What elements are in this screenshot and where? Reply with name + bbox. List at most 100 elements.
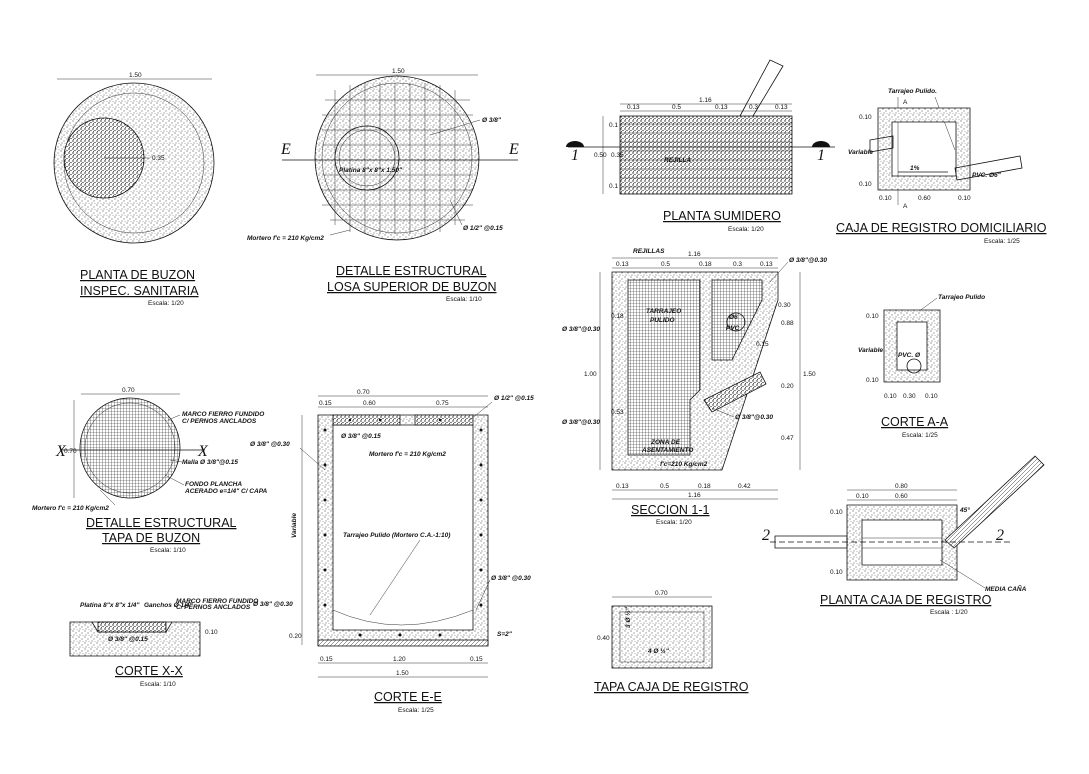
corte-xx-scale: Escala: 1/10 — [140, 681, 176, 688]
losa-section-mark-right: E — [508, 141, 519, 158]
planta-caja-angle: 45° — [959, 506, 970, 514]
corte-ee-title: CORTE E-E — [374, 690, 442, 704]
planta-caja-cut-left: 2 — [762, 527, 770, 544]
corte-ee-right-rebar: Ø 3/8" @0.30 — [491, 575, 531, 582]
tapa-caja-dim-w: 0.70 — [655, 590, 668, 597]
seccion-b4: 0.42 — [738, 483, 751, 490]
corte-ee-base: 0.20 — [289, 633, 302, 640]
caja-dom-tarrajeo: Tarrajeo Pulido. — [888, 88, 937, 95]
corte-aa-view: Tarrajeo Pulido PVC. Ø Variable 0.10 0.1… — [858, 294, 985, 439]
seccion-b1: 0.13 — [616, 483, 629, 490]
losa-rebar-top-note: Ø 3/8" — [482, 117, 502, 124]
caja-dom-cut-top: A — [903, 99, 908, 106]
corte-ee-dim-bot3: 0.15 — [470, 656, 483, 663]
losa-scale: Escala: 1/10 — [446, 296, 482, 303]
corte-aa-variable: Variable — [858, 347, 883, 354]
losa-mortar-note: Mortero f'c = 210 Kg/cm2 — [247, 235, 324, 242]
losa-rebar-bottom-note: Ø 1/2" @0.15 — [463, 225, 503, 232]
seccion-basin — [627, 279, 701, 456]
planta-caja-cut-right: 2 — [996, 527, 1004, 544]
seccion-view: REJILLAS 1.16 0.13 0.5 0.18 0.3 0.13 Ø6 … — [562, 248, 827, 526]
corte-ee-scale: Escala: 1/25 — [398, 707, 434, 714]
corte-aa-tarrajeo: Tarrajeo Pulido — [938, 294, 985, 301]
seccion-d3: 0.18 — [699, 261, 712, 268]
tapa-buzon-view: 0.70 0.70 X X MARCO FIERRO FUNDIDO C/ PE… — [32, 387, 268, 554]
corte-aa-walls — [883, 309, 941, 383]
planta-caja-d3: 0.10 — [830, 569, 843, 576]
corte-ee-hook: Ø 3/8" @0.15 — [341, 433, 381, 440]
seccion-pvc: PVC — [726, 325, 740, 332]
losa-title-2: LOSA SUPERIOR DE BUZON — [327, 280, 496, 294]
corte-ee-dim-top3: 0.60 — [363, 400, 376, 407]
buzon-plan-view: 1.50 0.35 PLANTA DE BUZON INSPEC. SANITA… — [53, 72, 215, 307]
losa-outer-circle — [314, 75, 480, 241]
planta-caja-dim-top: 0.80 — [895, 483, 908, 490]
seccion-d5: 0.13 — [760, 261, 773, 268]
sumidero-dim-total: 1.16 — [699, 97, 712, 104]
sumidero-scale: Escala: 1/20 — [728, 226, 764, 233]
caja-dom-d4: 0.60 — [918, 195, 931, 202]
caja-dom-pvc: PVC. Ø6" — [972, 172, 1002, 179]
buzon-plan-title-2: INSPEC. SANITARIA — [80, 284, 199, 298]
sumidero-grate-label: REJILLA — [664, 157, 691, 164]
seccion-hs1: 0.18 — [611, 313, 624, 320]
seccion-d2: 0.5 — [661, 261, 670, 268]
planta-caja-view: 0.80 0.10 0.60 45° 2 2 0.10 0.10 MEDIA C… — [762, 455, 1045, 616]
buzon-plan-title-1: PLANTA DE BUZON — [80, 268, 195, 282]
corte-xx-note-3b: C/ PERNOS ANCLADOS — [176, 604, 251, 611]
sumidero-h2: 0.50 — [594, 152, 607, 159]
corte-ee-dim-top1: 0.15 — [319, 400, 332, 407]
seccion-rebar-left: Ø 3/8"@0.30 — [562, 326, 600, 333]
seccion-d4: 0.3 — [733, 261, 742, 268]
seccion-h-left: 1.00 — [584, 371, 597, 378]
seccion-b2: 0.5 — [660, 483, 669, 490]
corte-xx-dim: 0.10 — [205, 629, 218, 636]
sumidero-grate — [619, 115, 793, 195]
sumidero-d1: 0.13 — [627, 104, 640, 111]
corte-aa-d2: 0.10 — [866, 377, 879, 384]
caja-dom-walls — [877, 107, 971, 191]
caja-dom-variable: Variable — [848, 149, 873, 156]
corte-ee-dim-bot1: 0.15 — [320, 656, 333, 663]
tapa-caja-title: TAPA CAJA DE REGISTRO — [594, 680, 749, 694]
corte-ee-view: 0.15 0.70 0.60 0.75 Ø 3/8" @0.30 Ø 1/2" … — [250, 389, 534, 714]
sumidero-h3: 0.35 — [611, 152, 624, 159]
sumidero-plan-view: 1.16 0.13 0.5 0.13 0.3 0.13 REJILLA 0.1 … — [566, 59, 835, 233]
sumidero-h4: 0.1 — [609, 183, 618, 190]
tapa-note-2: Malla Ø 3/8"@0.15 — [182, 459, 238, 466]
caja-dom-cut-bot: A — [903, 203, 908, 210]
corte-xx-note-2: Ganchos Ø 1/4" — [144, 602, 194, 609]
seccion-pulido: PULIDO — [650, 317, 675, 324]
corte-aa-d5: 0.10 — [925, 393, 938, 400]
planta-caja-walls — [846, 504, 958, 581]
corte-aa-d4: 0.30 — [903, 393, 916, 400]
sumidero-sec-right: 1 — [817, 147, 825, 164]
seccion-rebar-left-2: Ø 3/8"@0.30 — [562, 419, 600, 426]
caja-dom-d3: 0.10 — [879, 195, 892, 202]
seccion-scale: Escala: 1/20 — [656, 519, 692, 526]
corte-ee-dim-total: 1.50 — [396, 670, 409, 677]
corte-ee-dim-bot2: 1.20 — [393, 656, 406, 663]
corte-ee-left-rebar: Ø 3/8" @0.30 — [250, 441, 290, 448]
sumidero-d4: 0.3 — [749, 104, 758, 111]
seccion-r2: 0.88 — [781, 320, 794, 327]
corte-xx-view: Platina 8"x 8"x 1/4" Ganchos Ø 1/4" MARC… — [69, 598, 258, 688]
planta-caja-dim-inner: 0.60 — [895, 493, 908, 500]
caja-dom-d1: 0.10 — [859, 114, 872, 121]
caja-dom-title: CAJA DE REGISTRO DOMICILIARIO — [836, 221, 1047, 235]
buzon-plan-dim-width: 1.50 — [129, 72, 142, 79]
corte-xx-note-3: MARCO FIERRO FUNDIDO — [176, 598, 258, 605]
losa-title-1: DETALLE ESTRUCTURAL — [336, 264, 487, 278]
losa-plate-note: Platina 8"x 8"x 1.50" — [339, 167, 403, 174]
planta-caja-pipe — [944, 455, 1045, 549]
corte-ee-variable: Variable — [291, 513, 298, 538]
seccion-rebar-mid: Ø 3/8"@0.30 — [735, 414, 773, 421]
seccion-rebar-top: Ø 3/8"@0.30 — [789, 257, 827, 264]
tapa-scale: Escala: 1/10 — [150, 547, 186, 554]
caja-dom-slope: 1% — [910, 165, 920, 172]
seccion-h-right: 1.50 — [803, 371, 816, 378]
caja-domiciliaria-view: Tarrajeo Pulido. A A PVC. Ø6" 1% Variabl… — [836, 88, 1047, 245]
tapa-caja-dim-h: 0.40 — [597, 635, 610, 642]
seccion-tarrajeo: TARRAJEO — [646, 308, 681, 315]
